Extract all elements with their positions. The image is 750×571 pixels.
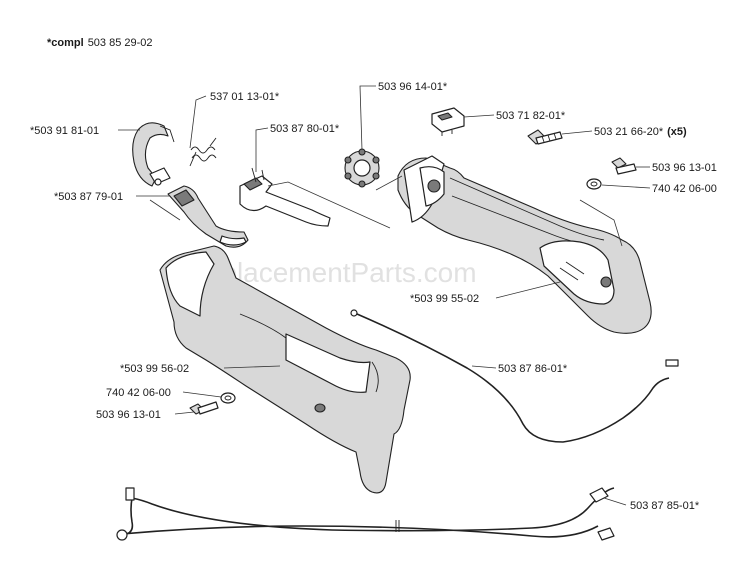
spring-part bbox=[189, 137, 217, 167]
callout-label: *503 91 81-01 bbox=[30, 125, 99, 137]
compl-number: 503 85 29-02 bbox=[88, 37, 153, 49]
callout-label: 503 71 82-01* bbox=[496, 110, 566, 122]
compl-prefix: *compl bbox=[47, 37, 84, 49]
callout-label: 740 42 06-00 bbox=[106, 387, 171, 399]
leader-c7 bbox=[561, 130, 593, 135]
washer-part-lower bbox=[220, 392, 236, 404]
kit-header: *compl 503 85 29-02 bbox=[47, 37, 153, 49]
callout-label: *503 99 55-02 bbox=[410, 293, 479, 305]
wire-harness-part bbox=[116, 487, 615, 541]
callout-label: 503 96 13-01 bbox=[652, 162, 717, 174]
clamp-part bbox=[132, 122, 175, 187]
callout-label: *503 87 79-01 bbox=[54, 191, 123, 203]
leader-c5b bbox=[375, 175, 403, 191]
leader-c5 bbox=[359, 85, 376, 151]
leader-c3 bbox=[255, 127, 269, 172]
small-screw-part-lower bbox=[189, 401, 219, 415]
callout-number: 503 21 66-20* bbox=[594, 126, 664, 138]
callout-label: 503 87 86-01* bbox=[498, 363, 568, 375]
handle-half-right-part bbox=[397, 155, 652, 334]
leader-c6 bbox=[463, 114, 495, 118]
washer-part-upper bbox=[586, 178, 602, 190]
leader-c3b bbox=[267, 181, 391, 229]
handle-half-left-part bbox=[159, 245, 411, 494]
callout-label: *503 99 56-02 bbox=[120, 363, 189, 375]
leader-c11 bbox=[223, 365, 281, 369]
leader-c9 bbox=[601, 184, 651, 189]
throttle-trigger-part bbox=[167, 185, 249, 248]
throttle-lever-part bbox=[239, 167, 331, 227]
screw-part bbox=[527, 129, 563, 145]
callout-label: 503 87 85-01* bbox=[630, 500, 700, 512]
leader-c1 bbox=[189, 95, 207, 149]
callout-qty: (x5) bbox=[667, 126, 687, 138]
callout-label: 537 01 13-01* bbox=[210, 91, 280, 103]
leader-c10 bbox=[495, 281, 561, 299]
callout-label: 503 96 14-01* bbox=[378, 81, 448, 93]
leader-c14 bbox=[174, 411, 195, 415]
leader-c15 bbox=[603, 497, 627, 506]
callout-label: 503 21 66-20*(x5) bbox=[594, 126, 687, 138]
leader-c9b bbox=[579, 199, 623, 247]
gear-part bbox=[344, 148, 380, 188]
leader-c4b bbox=[149, 199, 181, 221]
callout-label: 740 42 06-00 bbox=[652, 183, 717, 195]
callout-label: 503 96 13-01 bbox=[96, 409, 161, 421]
throttle-cable-part bbox=[350, 309, 679, 443]
stop-switch-part bbox=[431, 107, 465, 136]
small-screw-part-upper bbox=[611, 157, 637, 175]
callout-label: 503 87 80-01* bbox=[270, 123, 340, 135]
leader-c13 bbox=[182, 391, 222, 398]
leader-c12 bbox=[471, 365, 497, 369]
